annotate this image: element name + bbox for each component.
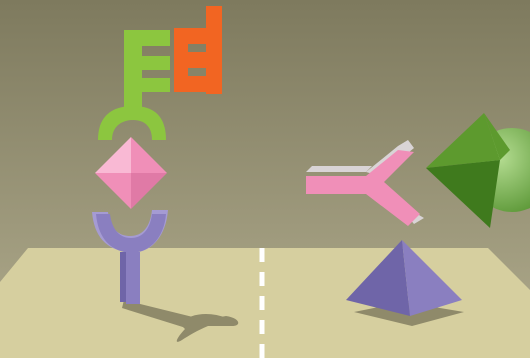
orange-e-shape-icon: [174, 6, 222, 94]
cup-shadow: [180, 314, 226, 330]
y-stand-shadow: [122, 300, 239, 342]
pink-y-shape-icon: [306, 140, 424, 226]
purple-y-stand-icon: [92, 210, 168, 304]
right-assembly: [306, 113, 530, 326]
pink-octahedron-icon: [95, 137, 167, 209]
e-key-shape-icon: [124, 30, 170, 108]
cup-connector-icon: [98, 106, 166, 140]
left-assembly: [92, 6, 239, 342]
purple-pyramid-icon: [346, 240, 462, 316]
green-cone-icon: [426, 113, 510, 228]
